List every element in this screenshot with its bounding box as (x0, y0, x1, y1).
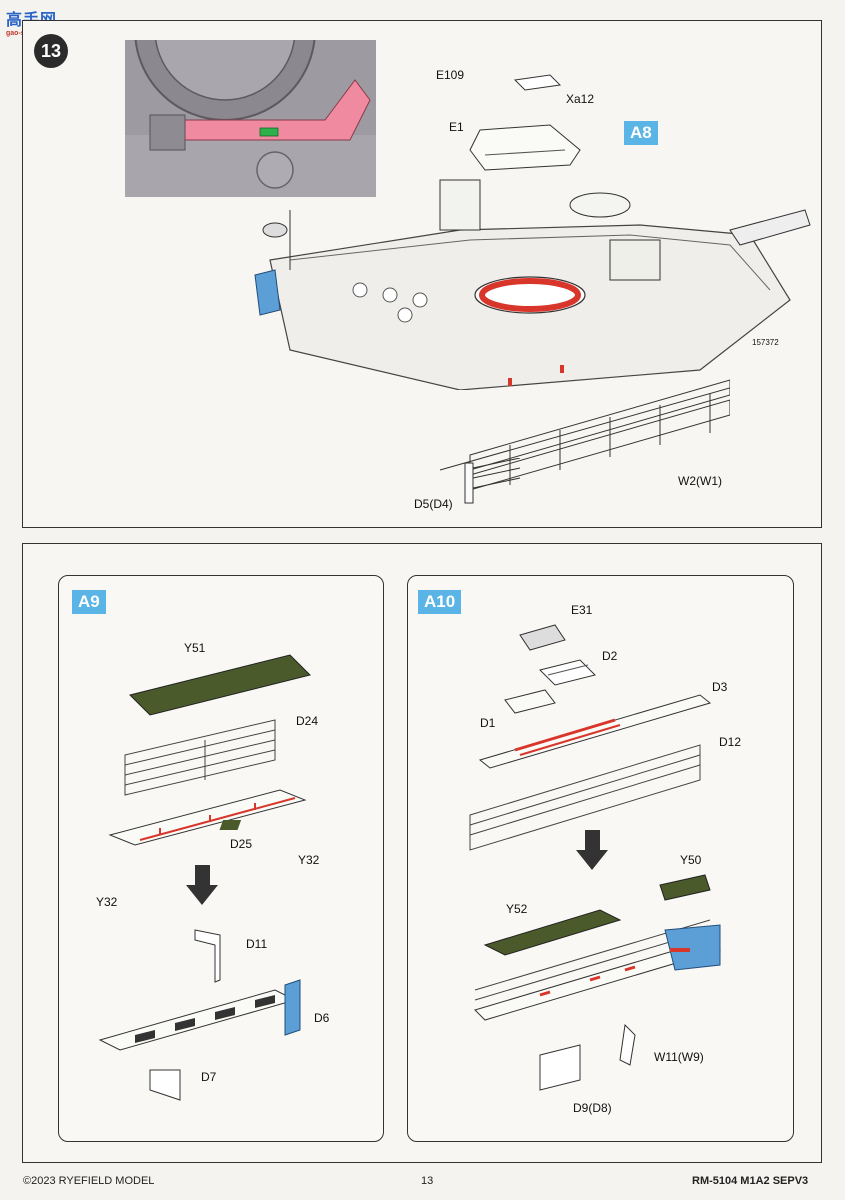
label-d5: D5(D4) (414, 497, 453, 511)
turret-drawing (254, 74, 811, 390)
label-d1: D1 (480, 716, 496, 730)
label-e109: E109 (436, 68, 465, 82)
label-y32-left: Y32 (96, 895, 118, 909)
label-d24: D24 (296, 714, 319, 728)
label-w11: W11(W9) (654, 1050, 704, 1064)
label-d9: D9(D8) (573, 1101, 612, 1115)
label-hull-number: 157372 (752, 338, 779, 347)
assembly-tag-a9: A9 (72, 590, 106, 614)
a10-drawing (469, 624, 721, 1091)
inset-drawing (125, 40, 376, 197)
footer-copyright: ©2023 RYEFIELD MODEL (23, 1175, 155, 1187)
label-d3: D3 (712, 680, 728, 694)
label-d2: D2 (602, 649, 618, 663)
label-d7: D7 (201, 1070, 217, 1084)
detail-inset (125, 40, 376, 197)
assembly-tag-a10: A10 (418, 590, 462, 614)
label-y52: Y52 (506, 902, 528, 916)
label-y50: Y50 (680, 853, 702, 867)
label-e31: E31 (571, 603, 593, 617)
footer-page-number: 13 (421, 1175, 434, 1187)
label-w2: W2(W1) (678, 474, 722, 488)
panel-a9 (58, 575, 384, 1142)
assembly-tag-a8: A8 (624, 121, 658, 145)
label-d25: D25 (230, 837, 253, 851)
label-xa12: Xa12 (566, 92, 595, 106)
label-d12: D12 (719, 735, 742, 749)
label-y32-right: Y32 (298, 853, 320, 867)
label-d11: D11 (246, 937, 268, 951)
a9-drawing (98, 654, 311, 1101)
label-d6: D6 (314, 1011, 330, 1025)
d5-part-drawing (464, 458, 521, 504)
footer-model-code: RM-5104 M1A2 SEPV3 (692, 1175, 809, 1187)
label-y51: Y51 (184, 641, 206, 655)
label-e1: E1 (449, 120, 464, 134)
step-number-badge: 13 (34, 34, 68, 68)
